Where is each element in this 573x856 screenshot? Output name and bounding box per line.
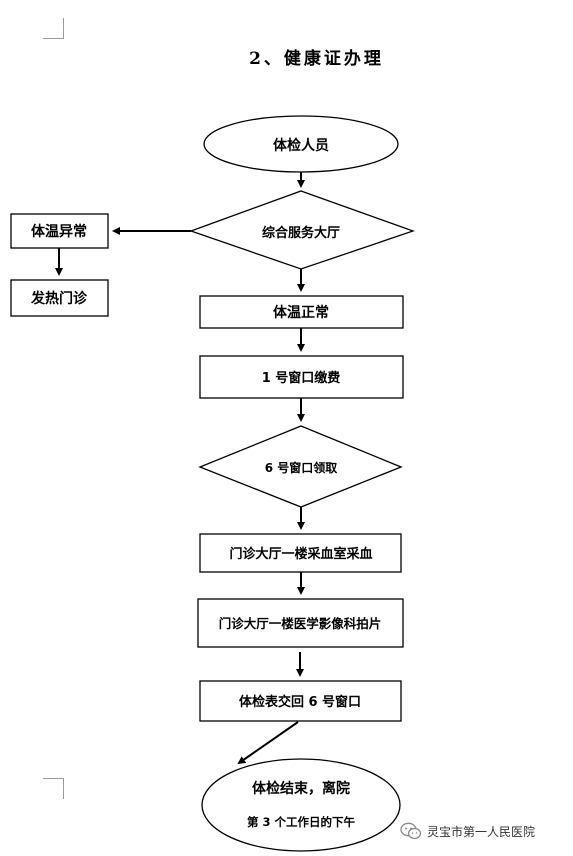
temp-normal-label: 体温正常 xyxy=(273,304,329,321)
return-form-node xyxy=(199,680,402,722)
imaging-node xyxy=(197,598,404,648)
temp-abnormal-label: 体温异常 xyxy=(31,223,87,240)
window1-label: 1 号窗口缴费 xyxy=(262,370,341,386)
watermark: 灵宝市第一人民医院 xyxy=(400,820,570,842)
fever-clinic-label: 发热门诊 xyxy=(30,290,88,307)
arrow-return-to-end xyxy=(237,721,299,765)
page-corner-mark-top xyxy=(43,18,64,39)
temp-abnormal-node xyxy=(10,213,109,249)
window6-label: 6 号窗口领取 xyxy=(265,460,338,475)
blood-draw-label: 门诊大厅一楼采血室采血 xyxy=(229,546,372,562)
service-hall-label: 综合服务大厅 xyxy=(262,225,340,241)
return-form-label: 体检表交回 6 号窗口 xyxy=(239,694,361,710)
imaging-label: 门诊大厅一楼医学影像科拍片 xyxy=(219,616,382,631)
end-node-label-1: 体检结束，离院 xyxy=(252,780,350,797)
fever-clinic-node xyxy=(10,279,109,317)
wechat-icon xyxy=(400,822,422,840)
end-node xyxy=(201,758,401,852)
watermark-text: 灵宝市第一人民医院 xyxy=(427,824,536,839)
end-node-label-2: 第 3 个工作日的下午 xyxy=(247,815,356,829)
blood-draw-node xyxy=(199,533,402,573)
page-title: 2、健康证办理 xyxy=(249,49,384,69)
start-node-label: 体检人员 xyxy=(273,137,329,154)
page-corner-mark-bottom xyxy=(43,778,64,799)
